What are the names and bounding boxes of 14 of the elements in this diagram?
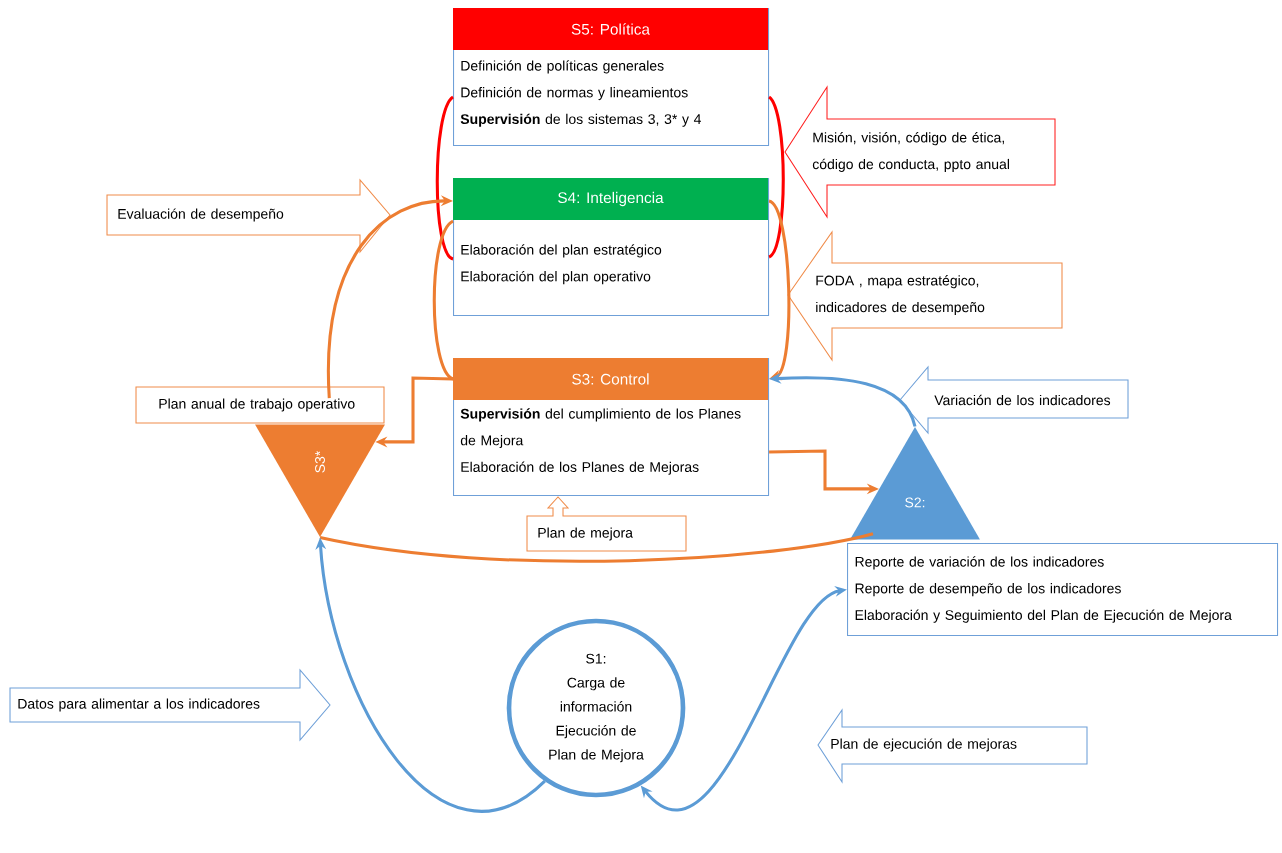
connector	[768, 199, 791, 381]
arrow-callout: Plan de mejora	[526, 496, 687, 552]
system-box: S5: Política Definición de políticas generales Definición de normas y lineamientos Supervisión de los sistemas 3, 3* y 4	[453, 8, 770, 147]
arrow-callout: Datos para alimentar a los indicadores	[9, 668, 331, 742]
connector	[767, 96, 785, 259]
text-box: Reporte de variación de los indicadores Reporte de desempeño de los indicadores Elaboración y Seguimiento del Plan de Ejecución de Mejora	[847, 543, 1279, 637]
system-box: S3: Control Supervisión del cumplimiento de los Planes de Mejora Elaboración de los Planes de Mejoras	[453, 358, 770, 497]
arrow-callout: Evaluación de desempeño	[106, 178, 391, 254]
triangle: S2:	[850, 427, 980, 540]
connector	[319, 532, 874, 563]
label-box: Plan anual de trabajo operativo	[135, 386, 385, 424]
triangle: S3*	[255, 424, 385, 537]
connector	[435, 96, 455, 261]
system-box: S4: Inteligencia Elaboración del plan estratégico Elaboración del plan operativo	[453, 178, 770, 317]
